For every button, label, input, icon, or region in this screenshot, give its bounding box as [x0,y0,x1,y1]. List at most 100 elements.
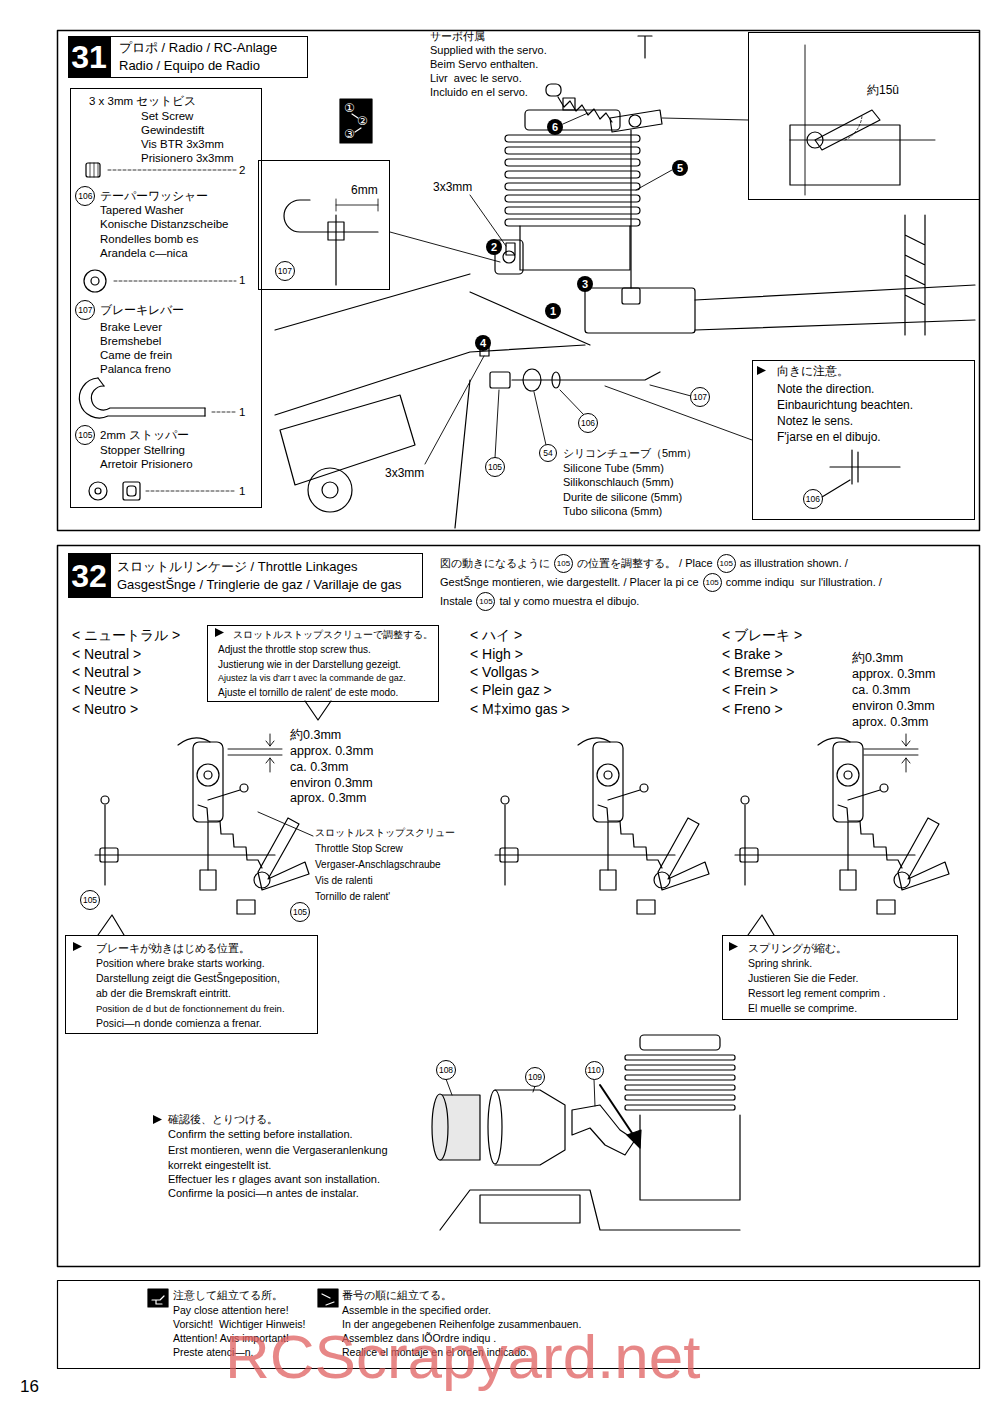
order-icon-digit: ③ [344,127,355,141]
section-frame [58,31,980,1369]
number-text: 109 [528,1073,542,1082]
part-icon [90,163,98,177]
part-name: スロットルストップスクリュー [315,827,455,839]
instruction-text: Instale [440,595,472,608]
box-text: 約15û [867,83,899,97]
dimension: 約0.3mm [852,651,903,666]
box-text: Set Screw [141,110,193,124]
gap-marker [228,734,282,772]
part-name: シリコンチューブ（5mm） [563,447,697,460]
number-text: 105 [83,896,97,905]
order-icon-digit: ② [357,114,368,128]
engine-drawing [563,98,575,110]
part-number: 106 [578,413,598,433]
part-number: 105 [554,554,573,573]
detail-drawing [328,222,344,240]
box-text: Brake Lever [100,321,162,335]
box-text: スプリングが縮む。 [748,941,847,956]
state-heading: < Bremse > [722,664,794,681]
air-filter-drawing [432,1035,740,1230]
dimension: environ 0.3mm [852,699,935,714]
box-text: Rondelles bomb es [100,233,198,247]
air-filter-drawing [625,1075,735,1080]
instruction-text: GestŠnge montieren, wie dargestellt. / P… [440,576,699,589]
part-icon [84,270,106,292]
state-heading: < ニュートラル > [72,627,180,644]
number-text: 105 [293,908,307,917]
part-number: 107 [275,261,295,281]
section-title-box: スロットルリンケージ / Throttle Linkages GasgestŠn… [110,553,423,598]
state-heading: < Plein gaz > [470,682,552,699]
leader-line [258,812,313,836]
air-filter-drawing [640,1035,720,1050]
throttle-linkage [237,900,255,914]
state-heading: < M‡ximo gas > [470,701,570,718]
box-text: Notez le sens. [777,414,853,428]
number-text: 31 [71,41,107,73]
throttle-linkage [198,805,262,868]
detail-drawing [335,215,336,285]
box-text: Note the direction. [777,382,874,396]
callout-box: 向きに注意。Note the direction.Einbaurichtung … [752,360,975,520]
number-text: 106 [581,419,595,428]
note-text: Assemble in the specified order. [342,1304,491,1317]
air-filter-drawing [625,1095,735,1100]
detail-drawing [284,45,935,497]
box-text: 1 [239,406,245,420]
part-number: 109 [525,1067,545,1087]
footer-icon [152,1296,164,1304]
chassis-drawing [275,215,975,528]
box-text: Posici—n donde comienza a frenar. [96,1016,262,1031]
box-text: テーパーワッシャー [100,190,208,204]
engine-drawing [505,171,640,178]
box-text: Ressort leg rement comprim . [748,986,886,1001]
air-filter-drawing [625,1105,735,1110]
order-icon-digit: ① [344,101,355,115]
part-name: Durite de silicone (5mm) [563,491,682,504]
engine-drawing [505,195,640,202]
dimension: environ 0.3mm [290,776,373,791]
order-icon [340,99,372,143]
part-name: Tornillo de ralent' [315,891,390,903]
instruction-text: tal y como muestra el dibujo. [499,595,639,608]
air-filter-drawing [432,1094,448,1160]
line-art [495,738,709,914]
part-number: 54 [539,444,557,462]
chassis-drawing [905,215,925,335]
note-marker [153,1115,162,1124]
air-filter-drawing [640,1115,740,1200]
part-icon [86,163,100,177]
throttle-linkage [240,784,248,792]
servo-linkage [512,372,660,380]
part-number: 107 [690,387,710,407]
dimension: 約0.3mm [290,728,341,743]
instruction-text: 図の動きになるように [440,557,550,570]
note-box: スロットルストップスクリューで調整する。Adjust the throttle … [207,625,439,702]
engine-drawing [505,207,640,214]
state-heading: < Neutral > [72,646,141,663]
state-heading: < Brake > [722,646,783,663]
callout-pointer [748,915,774,935]
section-title-box: プロポ / Radio / RC-Anlage Radio / Equipo d… [110,36,308,78]
state-heading: < ハイ > [470,627,522,644]
part-number: 106 [803,489,823,509]
number-text: 105 [78,431,92,440]
state-heading: < Neutre > [72,682,138,699]
number-text: 6 [552,122,558,133]
detail-drawing [336,199,378,211]
box-text: Bremshebel [100,335,161,349]
state-heading: < Neutral > [72,664,141,681]
state-heading: < Vollgas > [470,664,539,681]
instruction-text: as illustration shown. / [740,557,848,570]
note-text: Pay close attention here! [173,1304,289,1317]
box-text: ブレーキが効きはじめる位置。 [96,941,250,956]
note-text: Effectuer les r glages avant son install… [168,1173,380,1186]
detail-drawing [790,45,935,195]
detail-drawing [845,116,862,140]
number-text: 105 [557,560,570,568]
number-text: 106 [78,192,92,201]
dimension: approx. 0.3mm [852,667,935,682]
box-text: Justieren Sie die Feder. [748,971,858,986]
box-text: Vis BTR 3x3mm [141,138,224,152]
